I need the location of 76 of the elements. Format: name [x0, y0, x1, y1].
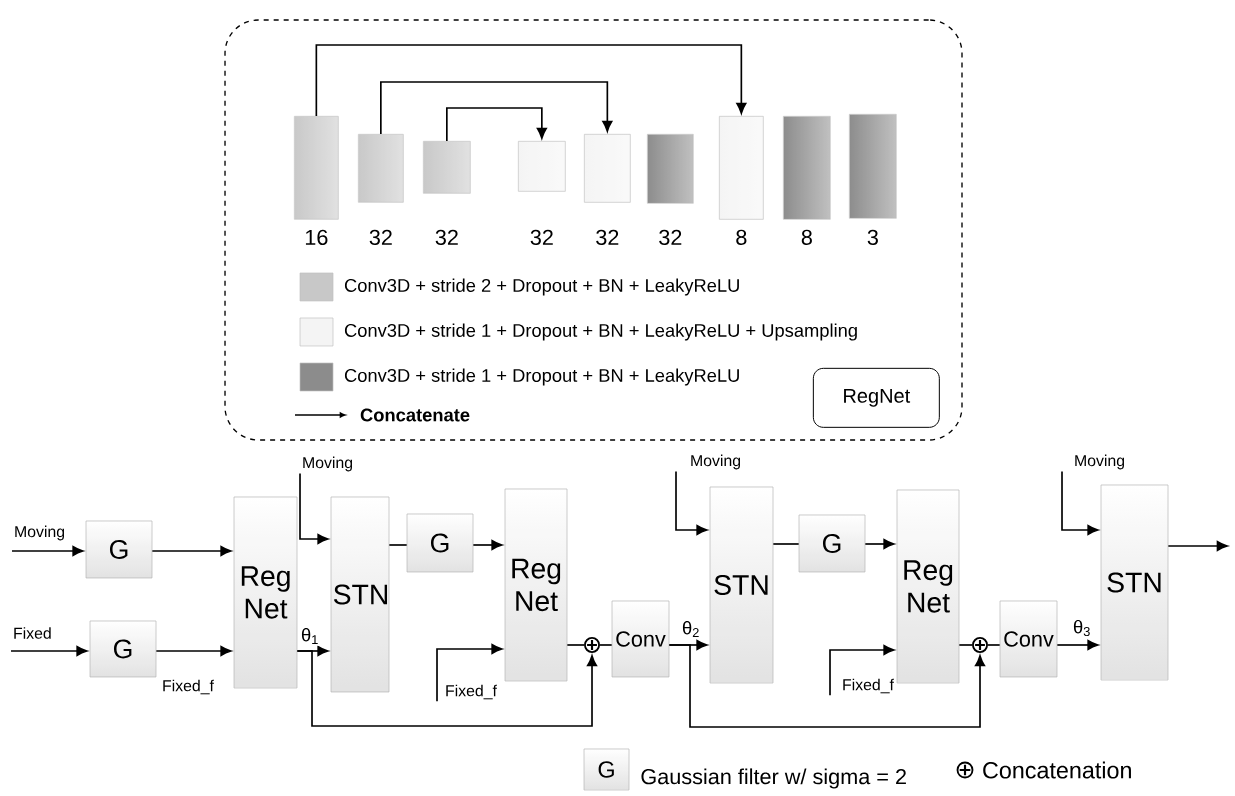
arrow [864, 538, 895, 550]
arrow [151, 545, 232, 557]
conv-block [647, 134, 694, 204]
arrow [675, 470, 708, 536]
edge-label: Fixed_f [160, 678, 216, 696]
process-box: STN [709, 486, 774, 684]
arrow [472, 539, 503, 551]
conv-block [719, 116, 764, 220]
channel-count: 32 [369, 229, 392, 245]
conv-block [584, 134, 631, 203]
connector-line [772, 543, 800, 545]
dashed-frame [224, 19, 963, 441]
input-label: Fixed_f [843, 678, 894, 694]
channel-count: 32 [596, 229, 619, 245]
process-box: G [583, 748, 630, 791]
conv-block [294, 116, 339, 220]
input-label: Moving [303, 456, 352, 472]
process-box: G [89, 620, 157, 678]
connector-line [987, 644, 1001, 646]
channel-count: 32 [530, 229, 553, 245]
process-box: Reg Net [504, 488, 568, 682]
channel-count: 8 [801, 229, 812, 245]
input-label: Moving [691, 454, 740, 470]
arrow [380, 81, 613, 135]
concat-symbol [972, 637, 988, 653]
edge-label: θ$_{1}$ [299, 626, 321, 646]
arrow [446, 107, 547, 142]
arrow [1056, 639, 1099, 651]
arrow [155, 645, 232, 657]
connector-line [599, 644, 613, 646]
legend-text: Conv3D + stride 2 + Dropout + BN + LeakyReLU [344, 278, 739, 296]
arrow [296, 650, 598, 727]
conv-block [423, 141, 471, 194]
legend-text: Gaussian filter w/ sigma = 2 [641, 768, 906, 789]
edge-label: θ$_{2}$ [680, 619, 702, 639]
channel-count: 32 [435, 229, 458, 245]
process-box: STN [330, 496, 390, 693]
process-box: Reg Net [896, 489, 960, 684]
channel-count: 16 [305, 229, 328, 245]
connector-line [566, 644, 585, 646]
arrow [315, 44, 747, 117]
connector-line [958, 644, 973, 646]
concat-symbol [584, 637, 600, 653]
edge-label: θ$_{3}$ [1071, 618, 1093, 638]
process-box: Conv [611, 600, 670, 678]
channel-count: 32 [659, 229, 682, 245]
arrow [829, 644, 895, 697]
process-box: G [406, 513, 474, 573]
conv-block [358, 134, 404, 203]
connector-line [388, 544, 408, 546]
conv-block [849, 114, 897, 219]
input-label: Fixed_f [446, 684, 497, 700]
channel-count: 3 [867, 229, 878, 245]
legend-text: Conv3D + stride 1 + Dropout + BN + LeakyReLU + Upsampling [344, 323, 857, 341]
arrow [668, 644, 986, 728]
arrow [10, 645, 88, 657]
arrow [1167, 540, 1228, 552]
legend-text: Conv3D + stride 1 + Dropout + BN + LeakyReLU [344, 368, 739, 386]
input-label: Moving [15, 525, 65, 541]
input-label: Fixed [14, 627, 51, 639]
channel-count: 8 [736, 229, 747, 245]
label-box: RegNet [812, 367, 940, 428]
legend-text: Concatenate [360, 408, 470, 422]
arrow [1061, 470, 1099, 536]
conv-block [518, 141, 566, 192]
process-box: G [85, 520, 153, 579]
arrow [436, 643, 503, 703]
conv-block [783, 116, 831, 220]
process-box: G [798, 514, 866, 573]
arrow [11, 545, 84, 557]
arrow [299, 472, 329, 545]
process-box: Reg Net [233, 496, 298, 689]
input-label: Moving [1075, 454, 1124, 470]
process-box: STN [1100, 484, 1169, 681]
legend-text: Concatenation [983, 761, 1131, 779]
process-box: Conv [999, 600, 1058, 678]
